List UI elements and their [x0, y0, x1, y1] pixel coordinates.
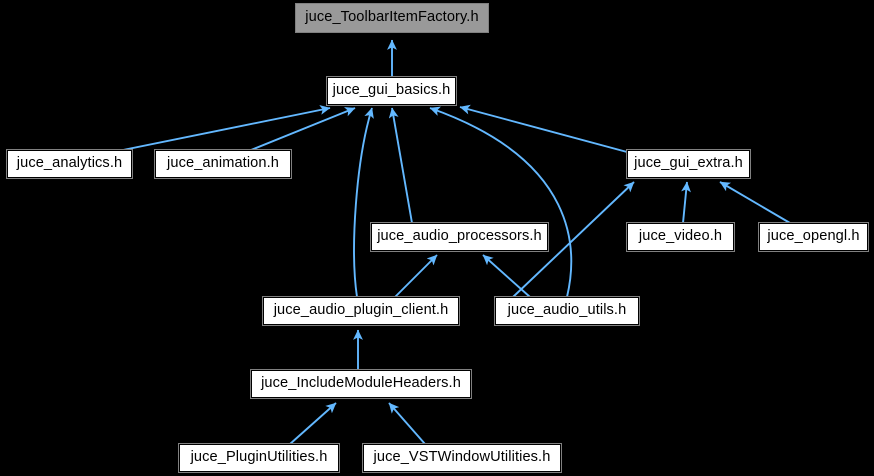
edge-plugin-client-to-gui-basics: [353, 107, 374, 298]
node-opengl[interactable]: juce_opengl.h: [758, 222, 869, 252]
node-label-analytics: juce_analytics.h: [16, 155, 123, 172]
edge-audio-utils-to-gui-basics: [429, 106, 573, 298]
node-vst_window[interactable]: juce_VSTWindowUtilities.h: [362, 443, 562, 473]
node-label-plugin_utils: juce_PluginUtilities.h: [190, 449, 328, 466]
edge-analytics-to-gui-basics: [122, 105, 331, 151]
node-audio_proc[interactable]: juce_audio_processors.h: [370, 222, 549, 252]
node-analytics[interactable]: juce_analytics.h: [6, 149, 133, 179]
node-label-audio_proc: juce_audio_processors.h: [377, 228, 542, 245]
edge-opengl-to-gui-extra: [719, 181, 791, 224]
edge-animation-to-gui-basics: [250, 107, 356, 151]
edge-audio-utils-to-gui-extra: [512, 181, 635, 298]
node-label-gui_extra: juce_gui_extra.h: [634, 155, 743, 172]
edge-video-to-gui-extra: [681, 181, 691, 224]
node-label-toolbar: juce_ToolbarItemFactory.h: [305, 9, 479, 26]
node-gui_basics[interactable]: juce_gui_basics.h: [326, 76, 457, 106]
node-gui_extra[interactable]: juce_gui_extra.h: [626, 149, 751, 179]
node-animation[interactable]: juce_animation.h: [154, 149, 292, 179]
node-label-vst_window: juce_VSTWindowUtilities.h: [373, 449, 551, 466]
node-label-animation: juce_animation.h: [167, 155, 279, 172]
node-label-gui_basics: juce_gui_basics.h: [332, 82, 451, 99]
edge-audio-utils-to-audio-processors: [482, 254, 531, 298]
node-toolbar[interactable]: juce_ToolbarItemFactory.h: [295, 3, 489, 33]
node-plugin_utils[interactable]: juce_PluginUtilities.h: [178, 443, 340, 473]
edge-audio-processors-to-gui-basics: [388, 107, 413, 224]
edge-plugin-client-to-audio-processors: [394, 254, 438, 298]
node-label-opengl: juce_opengl.h: [767, 228, 860, 245]
node-label-include_mod: juce_IncludeModuleHeaders.h: [261, 375, 461, 392]
edge-plugin-utilities-to-include-module: [289, 402, 337, 445]
node-plugin_client[interactable]: juce_audio_plugin_client.h: [262, 296, 460, 326]
edge-gui-extra-to-gui-basics: [459, 104, 628, 153]
edge-vst-window-to-include-module: [388, 402, 426, 445]
node-include_mod[interactable]: juce_IncludeModuleHeaders.h: [250, 369, 472, 399]
node-label-audio_utils: juce_audio_utils.h: [507, 302, 627, 319]
node-video[interactable]: juce_video.h: [626, 222, 735, 252]
node-label-video: juce_video.h: [638, 228, 723, 245]
node-label-plugin_client: juce_audio_plugin_client.h: [273, 302, 449, 319]
node-audio_utils[interactable]: juce_audio_utils.h: [494, 296, 640, 326]
